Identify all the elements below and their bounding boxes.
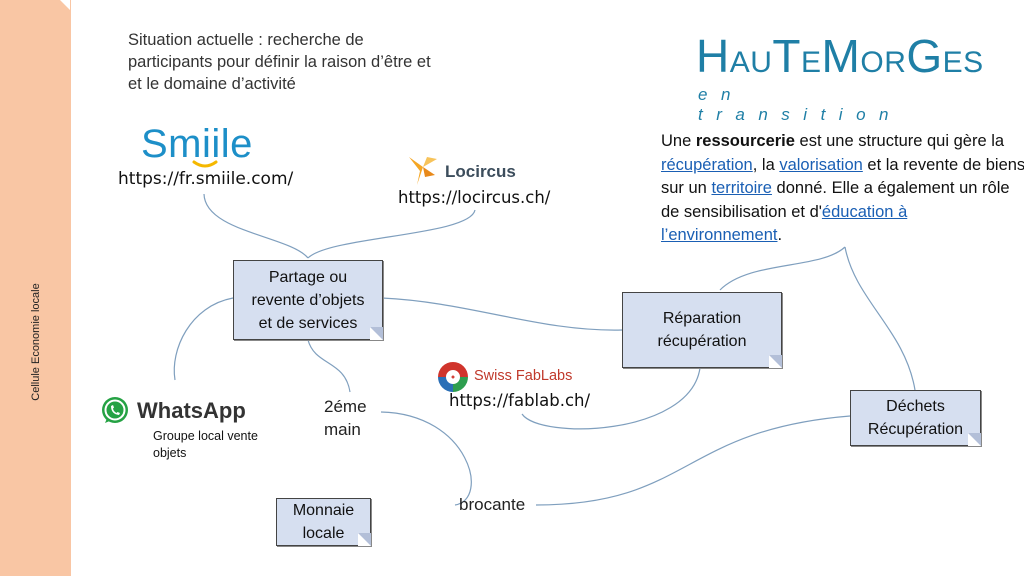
definition-text: .	[777, 226, 783, 244]
smiile-logo: Smiile	[141, 122, 253, 166]
intro-text: Situation actuelle : recherche de partic…	[128, 29, 508, 95]
logo-subtitle: en transition	[698, 85, 902, 124]
note-fold	[769, 355, 782, 368]
link-2eme-brocante	[380, 411, 472, 506]
link-valorisation[interactable]: valorisation	[779, 155, 863, 174]
whatsapp-name: WhatsApp	[137, 398, 246, 423]
link-fablab-reparation	[521, 367, 701, 430]
ressourcerie-definition: Une ressourcerie est une structure qui g…	[661, 130, 1024, 248]
node-partage-line-2: revente d’objets	[251, 291, 365, 309]
intro-line-2: participants pour définir la raison d’êt…	[128, 53, 431, 71]
logo-title: HAUTEMORGES	[696, 33, 983, 85]
node-second-hand-line-1: 2éme	[324, 397, 367, 416]
logo-part: OR	[860, 46, 907, 79]
logo-part: T	[772, 30, 802, 82]
intro-line-1: Situation actuelle : recherche de	[128, 31, 364, 49]
definition-text: Une	[661, 132, 696, 150]
smiile-smile-icon	[192, 160, 218, 168]
logo-part: E	[801, 46, 822, 79]
link-smiile-partage	[203, 193, 309, 259]
note-fold	[968, 433, 981, 446]
fablab-url: https://fablab.ch/	[449, 391, 591, 410]
logo-part: H	[696, 30, 730, 82]
link-partage-reparation	[381, 297, 623, 331]
node-partage-line-1: Partage ou	[268, 268, 348, 286]
logo-part: G	[906, 30, 943, 82]
corner-fold	[60, 0, 70, 10]
node-partage-line-3: et de services	[258, 314, 358, 332]
logo-part: M	[821, 30, 861, 82]
link-definition-dechets	[844, 246, 916, 391]
node-reparation-line-2: récupération	[657, 333, 747, 350]
side-bar	[0, 0, 71, 576]
logo-part: ES	[942, 46, 984, 79]
note-fold	[358, 533, 371, 546]
definition-text: et la revente de biens sur un	[661, 155, 1024, 198]
smiile-url: https://fr.smiile.com/	[118, 169, 294, 189]
fablab-name: Swiss FabLabs	[474, 368, 573, 384]
locircus-url: https://locircus.ch/	[398, 188, 551, 207]
link-locircus-partage	[307, 209, 476, 259]
link-brocante-dechets	[535, 415, 851, 506]
node-monnaie-line-1: Monnaie	[292, 502, 355, 519]
node-second-hand: 2éme main	[324, 395, 384, 441]
note-fold	[370, 327, 383, 340]
node-reparation: Réparation récupération	[622, 292, 782, 368]
node-brocante: brocante	[459, 495, 526, 514]
node-dechets-line-1: Déchets	[886, 398, 945, 415]
definition-text: donné. Elle a également un rôle de sensi…	[661, 179, 1010, 221]
link-definition-reparation	[719, 246, 846, 291]
link-education-environnement[interactable]: éducation à l’environnement	[661, 202, 908, 245]
whatsapp-icon	[102, 397, 128, 423]
link-recuperation[interactable]: récupération	[661, 155, 753, 174]
definition-keyword: ressourcerie	[695, 132, 795, 150]
node-dechets-line-2: Récupération	[867, 421, 964, 438]
node-partage: Partage ou revente d’objets et de servic…	[233, 260, 383, 340]
link-partage-whatsapp	[173, 297, 234, 381]
link-territoire[interactable]: territoire	[711, 179, 772, 197]
whatsapp-desc-line-2: objets	[153, 446, 187, 460]
node-reparation-line-1: Réparation	[662, 310, 742, 327]
node-second-hand-line-2: main	[324, 420, 361, 439]
fablab-logo-icon	[438, 362, 468, 392]
locircus-name: Locircus	[445, 162, 516, 181]
link-partage-2eme	[307, 339, 351, 393]
definition-text: est une structure qui gère la	[794, 132, 1005, 150]
intro-line-3: et le domaine d’activité	[128, 75, 296, 93]
whatsapp-description: Groupe local vente objets	[153, 428, 293, 462]
node-monnaie: Monnaie locale	[276, 498, 371, 546]
node-dechets: Déchets Récupération	[850, 390, 981, 446]
hautemorges-logo: HAUTEMORGES en transition	[696, 33, 983, 125]
node-monnaie-line-2: locale	[302, 525, 345, 542]
logo-part: AU	[729, 46, 773, 79]
whatsapp-desc-line-1: Groupe local vente	[153, 429, 258, 443]
definition-text: , la	[752, 155, 780, 174]
locircus-logo-icon	[409, 157, 437, 185]
